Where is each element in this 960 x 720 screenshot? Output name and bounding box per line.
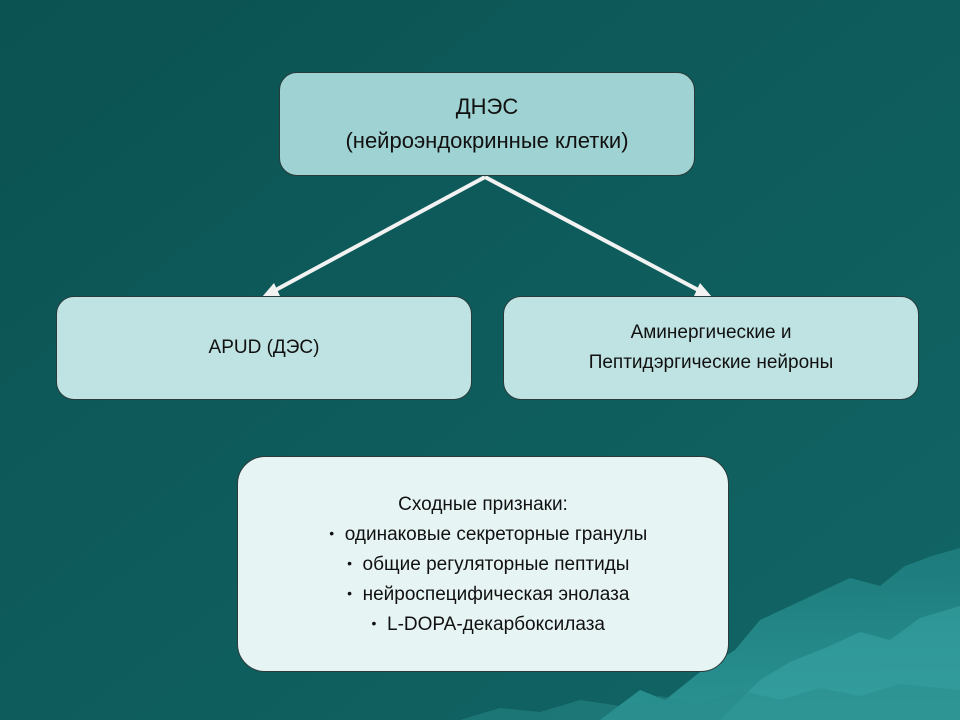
feature-text: одинаковые секреторные гранулы	[344, 523, 648, 545]
neurons-line-2: Пептидэргические нейроны	[588, 352, 834, 373]
common-features-box: Сходные признаки: • одинаковые секреторны…	[237, 456, 729, 672]
list-item: • нейроспецифическая энолаза	[319, 579, 647, 609]
bullet-icon: •	[347, 584, 353, 601]
neurons-box: Аминергические и Пептидэргические нейрон…	[503, 296, 919, 400]
dnes-title: ДНЭС	[455, 94, 519, 119]
mountain-base-decoration	[460, 684, 960, 720]
apud-label: APUD (ДЭС)	[208, 337, 320, 358]
arrow-to-right	[484, 175, 712, 297]
apud-box: APUD (ДЭС)	[56, 296, 472, 400]
arrow-to-left	[262, 175, 486, 297]
dnes-subtitle: (нейроэндокринные клетки)	[345, 128, 629, 153]
feature-text: нейроспецифическая энолаза	[362, 583, 630, 605]
features-list: • одинаковые секреторные гранулы • общие р…	[319, 519, 647, 639]
list-item: • L-DOPA-декарбоксилаза	[319, 609, 647, 639]
feature-text: L-DOPA-декарбоксилаза	[387, 613, 605, 635]
dnes-box: ДНЭС (нейроэндокринные клетки)	[279, 72, 695, 176]
bullet-icon: •	[347, 554, 352, 571]
list-item: • одинаковые секреторные гранулы	[319, 519, 647, 549]
neurons-line-1: Аминергические и	[630, 322, 792, 343]
list-item: • общие регуляторные пептиды	[319, 549, 647, 579]
features-heading: Сходные признаки:	[398, 493, 568, 515]
bullet-icon: •	[371, 614, 377, 631]
feature-text: общие регуляторные пептиды	[362, 553, 630, 575]
bullet-icon: •	[329, 524, 335, 541]
